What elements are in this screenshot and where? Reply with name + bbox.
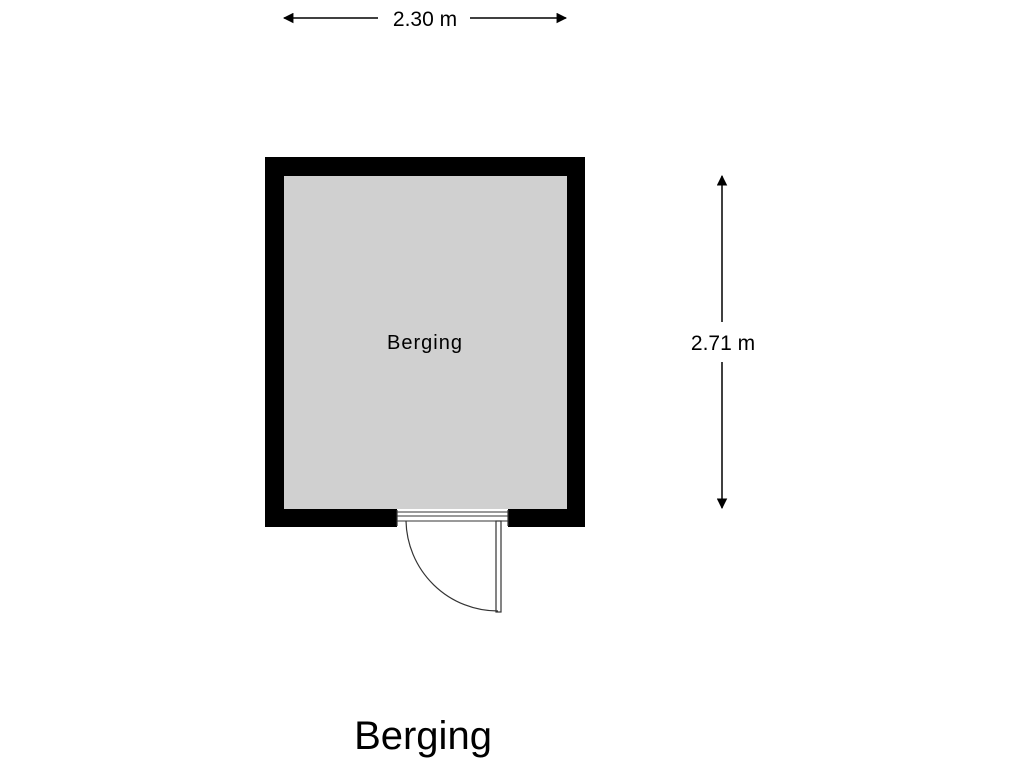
width-dimension-label: 2.30 m: [393, 8, 457, 31]
plan-title: Berging: [354, 714, 492, 758]
door-swing-arc: [405, 520, 499, 612]
width-dimension: 2.30 m: [282, 8, 568, 31]
room-label: Berging: [387, 332, 463, 354]
height-dimension-label: 2.71 m: [691, 332, 755, 355]
door-opening: [397, 509, 508, 527]
door-leaf: [495, 520, 502, 613]
door: [396, 509, 509, 613]
room-floor: [284, 176, 567, 509]
room-berging: Berging: [265, 157, 585, 527]
height-dimension: 2.71 m: [691, 174, 755, 510]
